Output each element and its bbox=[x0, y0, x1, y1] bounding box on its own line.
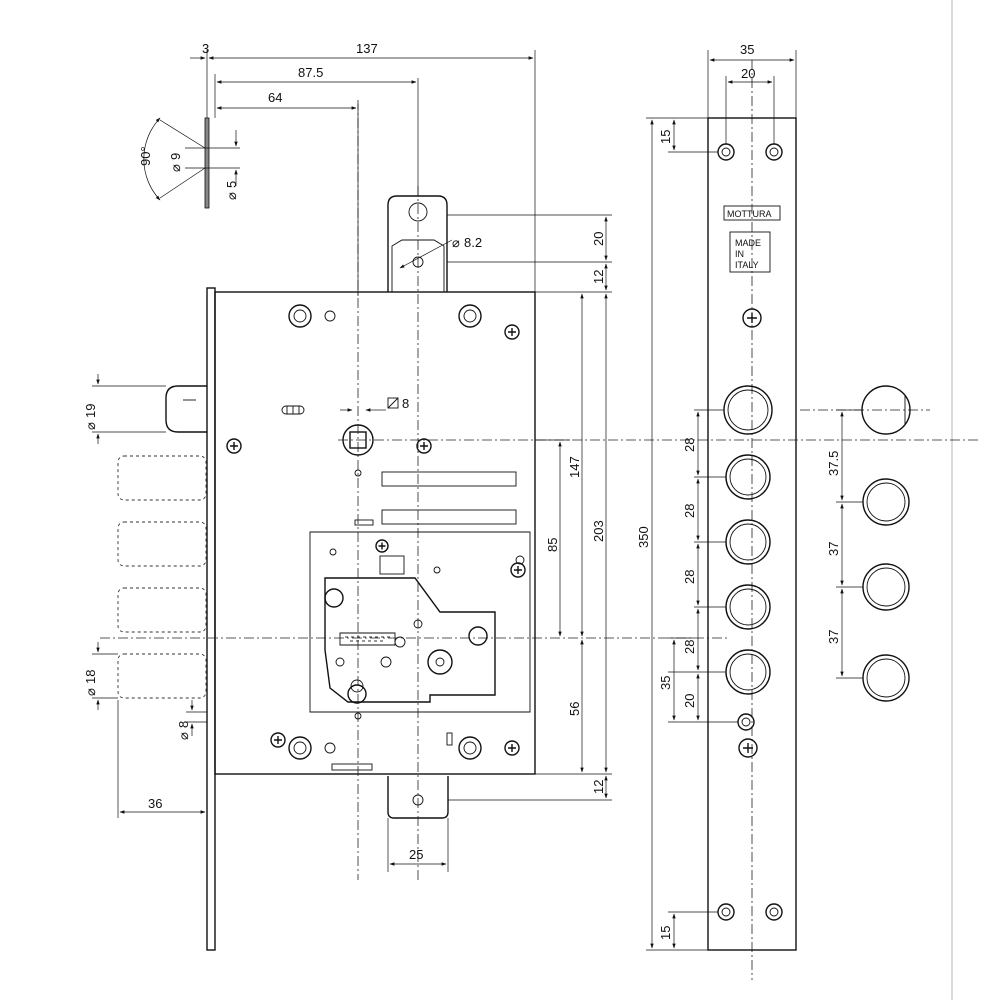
dim-35-left: 35 bbox=[658, 676, 673, 690]
dim-dia-9: 9 bbox=[168, 153, 183, 160]
dim-87-5: 87.5 bbox=[298, 65, 323, 80]
dim-28-4: 28 bbox=[682, 640, 697, 654]
origin-line-3: ITALY bbox=[735, 260, 759, 270]
case-vertical-dimensions: 20 12 203 12 147 85 56 bbox=[447, 214, 612, 801]
dim-25: 25 bbox=[409, 847, 423, 862]
dim-35-top: 35 bbox=[740, 42, 754, 57]
dia-8-2-symbol: ⌀ bbox=[452, 235, 460, 250]
dim-147: 147 bbox=[567, 456, 582, 478]
dim-28-3: 28 bbox=[682, 570, 697, 584]
dia-19-symbol: ⌀ bbox=[83, 422, 98, 430]
mechanism-plate bbox=[309, 531, 531, 771]
dim-37-1: 37 bbox=[826, 542, 841, 556]
case-slots bbox=[354, 471, 517, 526]
dim-3: 3 bbox=[202, 41, 209, 56]
bolt-end-view: 37.5 37 37 bbox=[826, 385, 911, 702]
plus-screws bbox=[226, 324, 526, 756]
bottom-tab-dimension: 25 bbox=[387, 818, 449, 872]
faceplate-front-view: MOTTURA MADE IN ITALY bbox=[707, 117, 797, 951]
countersink-detail: 90° ⌀ 9 ⌀ 5 bbox=[138, 117, 240, 201]
dim-square-8: 8 bbox=[402, 396, 409, 411]
dim-dia-5: 5 bbox=[224, 181, 239, 188]
origin-line-1: MADE bbox=[735, 238, 761, 248]
tab-hole-callout: ⌀ 8.2 bbox=[399, 235, 482, 269]
case-screws bbox=[288, 304, 482, 760]
dia-8-symbol: ⌀ bbox=[176, 732, 191, 740]
dim-20-strip: 20 bbox=[741, 66, 755, 81]
strip-dimensions: 35 20 350 15 15 28 28 28 28 20 35 bbox=[636, 42, 797, 951]
dim-137: 137 bbox=[356, 41, 378, 56]
dim-37-5: 37.5 bbox=[826, 451, 841, 476]
origin-line-2: IN bbox=[735, 249, 744, 259]
dim-37-2: 37 bbox=[826, 630, 841, 644]
dim-20-left: 20 bbox=[682, 694, 697, 708]
dim-dia-18: 18 bbox=[83, 670, 98, 684]
dim-28-2: 28 bbox=[682, 504, 697, 518]
dim-angle-90: 90° bbox=[138, 146, 153, 166]
faceplate bbox=[204, 117, 216, 951]
origin-plate bbox=[729, 231, 771, 273]
left-dimensions: ⌀ 19 ⌀ 18 ⌀ 8 36 bbox=[83, 374, 207, 818]
top-dimensions: 3 137 87.5 64 bbox=[190, 41, 536, 296]
dim-15-bottom: 15 bbox=[658, 926, 673, 940]
dim-85: 85 bbox=[545, 538, 560, 552]
dim-350: 350 bbox=[636, 526, 651, 548]
brand-label: MOTTURA bbox=[727, 209, 772, 219]
dim-203: 203 bbox=[591, 520, 606, 542]
dim-15-top: 15 bbox=[658, 130, 673, 144]
dim-36: 36 bbox=[148, 796, 162, 811]
dia-18-symbol: ⌀ bbox=[83, 688, 98, 696]
lock-case bbox=[214, 195, 536, 819]
dim-64: 64 bbox=[268, 90, 282, 105]
dim-12-bottom: 12 bbox=[591, 780, 606, 794]
latch-bolt bbox=[165, 385, 207, 433]
dim-dia-8: 8 bbox=[176, 721, 191, 728]
dim-dia-19: 19 bbox=[83, 404, 98, 418]
dia-9-symbol: ⌀ bbox=[168, 164, 183, 172]
dim-56: 56 bbox=[567, 702, 582, 716]
dim-dia-8-2: 8.2 bbox=[464, 235, 482, 250]
brand-plate bbox=[723, 205, 781, 221]
dia-5-symbol: ⌀ bbox=[224, 192, 239, 200]
dim-28-1: 28 bbox=[682, 438, 697, 452]
dim-20-top: 20 bbox=[591, 232, 606, 246]
dim-12-top: 12 bbox=[591, 270, 606, 284]
spindle-hub bbox=[281, 405, 374, 477]
deadbolts-retracted bbox=[117, 455, 207, 699]
square-8-callout: 8 bbox=[340, 396, 409, 412]
